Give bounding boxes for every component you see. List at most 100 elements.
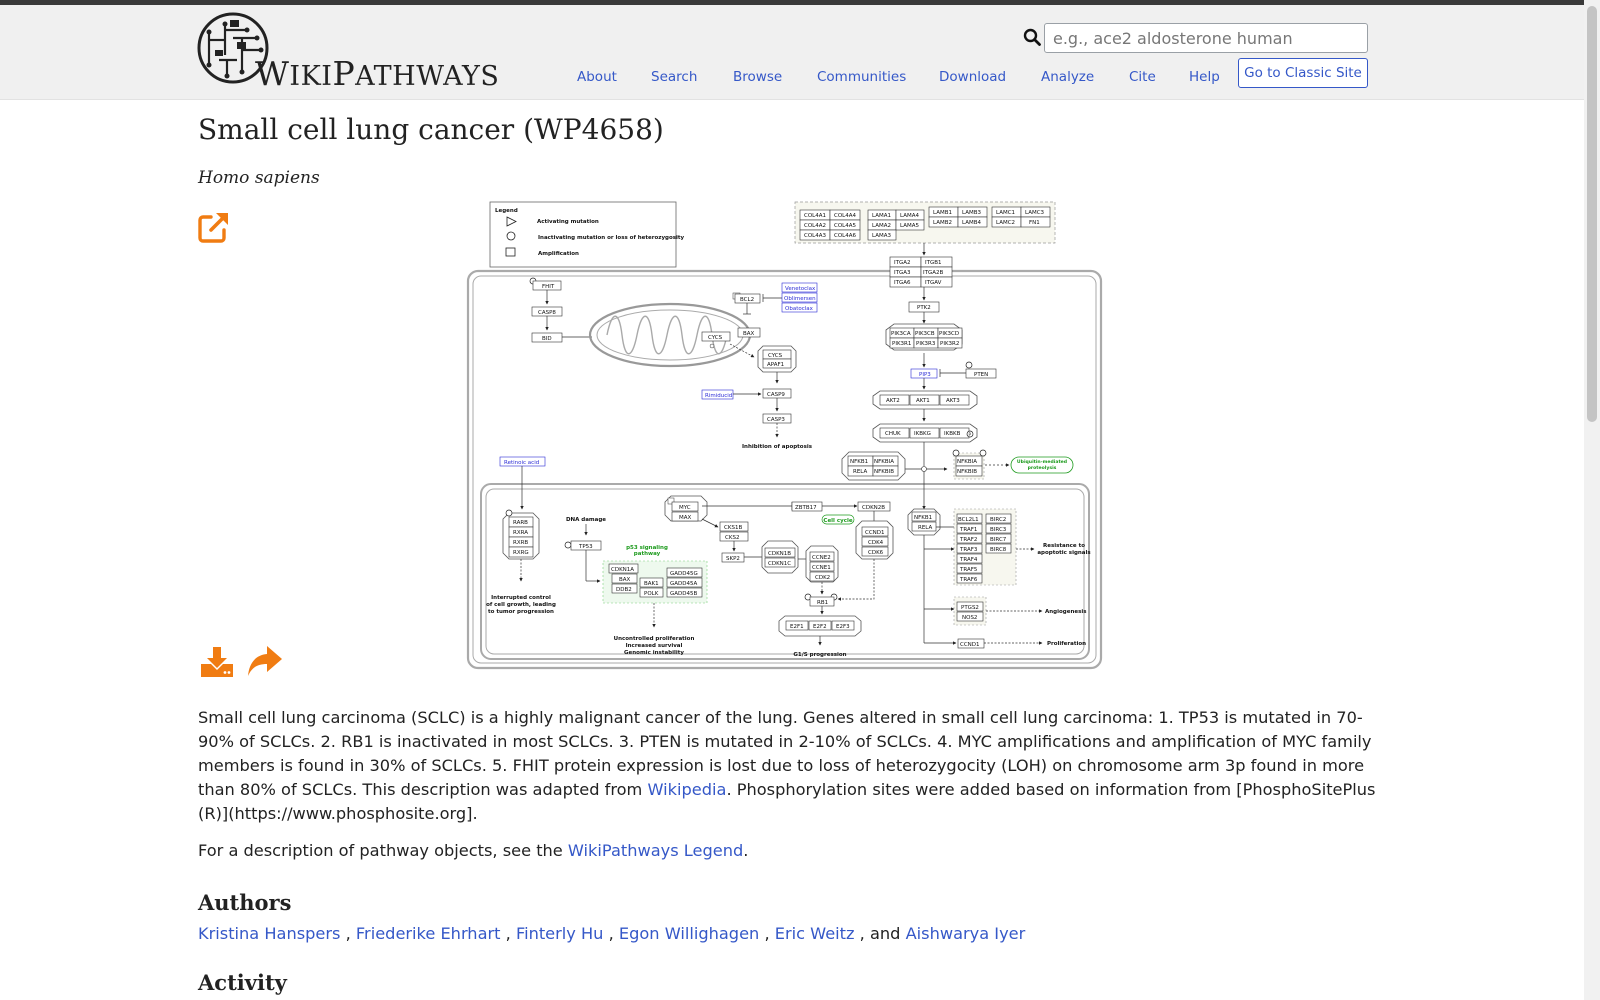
svg-text:MAX: MAX bbox=[679, 515, 692, 521]
svg-text:BIRC7: BIRC7 bbox=[990, 537, 1007, 543]
wikipedia-link[interactable]: Wikipedia bbox=[647, 780, 727, 799]
svg-text:TRAF1: TRAF1 bbox=[959, 527, 977, 533]
akt-gene-group: AKT2 AKT1 AKT3 bbox=[879, 394, 970, 406]
pathway-diagram[interactable]: Legend Activating mutation Inactivating … bbox=[462, 197, 1118, 684]
svg-text:RELA: RELA bbox=[853, 469, 867, 475]
svg-text:TP53: TP53 bbox=[578, 544, 593, 550]
svg-text:Increased survival: Increased survival bbox=[626, 643, 683, 649]
svg-text:TRAF2: TRAF2 bbox=[959, 537, 977, 543]
share-icon[interactable] bbox=[247, 644, 283, 678]
svg-text:IKBKG: IKBKG bbox=[914, 431, 931, 437]
menu-browse[interactable]: Browse bbox=[733, 69, 783, 85]
svg-text:BIRC3: BIRC3 bbox=[990, 527, 1007, 533]
svg-text:CASP8: CASP8 bbox=[538, 310, 556, 316]
nucleus bbox=[480, 483, 1090, 660]
svg-text:FN1: FN1 bbox=[1029, 220, 1040, 226]
svg-text:CYCS: CYCS bbox=[768, 353, 783, 359]
lamc-gene-group: LAMC1 LAMC3 LAMC2 FN1 bbox=[991, 206, 1051, 228]
svg-text:FHIT: FHIT bbox=[542, 284, 555, 290]
svg-text:COL4A3: COL4A3 bbox=[804, 233, 826, 239]
svg-text:RELA: RELA bbox=[918, 525, 932, 531]
author-link[interactable]: Aishwarya Iyer bbox=[905, 924, 1026, 943]
svg-text:LAMC3: LAMC3 bbox=[1025, 210, 1045, 216]
svg-text:CDK4: CDK4 bbox=[868, 540, 884, 546]
nfkb-complex-right: NFKBIA NFKBIB bbox=[955, 455, 983, 477]
download-icon[interactable] bbox=[200, 646, 234, 678]
wikipathways-legend-link[interactable]: WikiPathways Legend bbox=[567, 841, 744, 860]
svg-text:NFKB1: NFKB1 bbox=[850, 459, 868, 465]
ccne-group: CCNE2 CCNE1 CDK2 bbox=[809, 551, 835, 582]
lama-gene-group: LAMA1 LAMA4 LAMA2 LAMA5 LAMA3 bbox=[867, 209, 925, 241]
svg-text:E2F2: E2F2 bbox=[813, 624, 827, 630]
lamb-gene-group: LAMB1 LAMB3 LAMB2 LAMB4 bbox=[928, 206, 988, 228]
svg-text:IKBKB: IKBKB bbox=[944, 431, 961, 437]
search-icon[interactable] bbox=[1023, 28, 1041, 46]
svg-text:NOS2: NOS2 bbox=[962, 615, 977, 621]
menu-cite[interactable]: Cite bbox=[1129, 69, 1156, 85]
nfkb-complex-left: NFKB1 NFKBIA RELA NFKBIB bbox=[847, 455, 899, 477]
wikipathways-logo[interactable]: WIKIPATHWAYS bbox=[197, 10, 499, 93]
svg-text:RXRG: RXRG bbox=[513, 550, 529, 556]
svg-text:GADD45G: GADD45G bbox=[670, 571, 698, 577]
svg-text:TRAF4: TRAF4 bbox=[959, 557, 978, 563]
go-to-classic-site-button[interactable]: Go to Classic Site bbox=[1238, 58, 1368, 88]
menu-communities[interactable]: Communities bbox=[817, 69, 907, 85]
svg-text:DDB2: DDB2 bbox=[616, 587, 632, 593]
svg-text:COL4A6: COL4A6 bbox=[834, 233, 856, 239]
top-strip bbox=[0, 0, 1600, 5]
svg-text:MYC: MYC bbox=[679, 505, 691, 511]
svg-text:apoptotic signals: apoptotic signals bbox=[1037, 550, 1091, 556]
svg-text:Venetoclax: Venetoclax bbox=[785, 286, 816, 292]
uncontrolled-proliferation-label: Uncontrolled proliferation Increased sur… bbox=[614, 636, 695, 656]
svg-text:GADD45B: GADD45B bbox=[670, 591, 697, 597]
svg-text:BAX: BAX bbox=[743, 331, 755, 337]
svg-text:CHUK: CHUK bbox=[885, 431, 901, 437]
svg-text:CASP9: CASP9 bbox=[767, 392, 785, 398]
svg-text:Cell cycle: Cell cycle bbox=[823, 518, 852, 524]
svg-text:PIK3CA: PIK3CA bbox=[891, 331, 911, 337]
g1s-progression-label: G1/S progression bbox=[793, 652, 846, 658]
svg-text:LAMB3: LAMB3 bbox=[962, 210, 981, 216]
legend-reference: For a description of pathway objects, se… bbox=[198, 841, 749, 860]
angiogenesis-label: Angiogenesis bbox=[1045, 609, 1087, 615]
svg-text:GADD45A: GADD45A bbox=[670, 581, 697, 587]
menu-download[interactable]: Download bbox=[939, 69, 1007, 85]
pi3k-gene-group: PIK3CA PIK3CB PIK3CD PIK3R1 PIK3R3 PIK3R… bbox=[889, 327, 963, 349]
menu-about[interactable]: About bbox=[577, 69, 617, 85]
svg-text:AKT3: AKT3 bbox=[946, 398, 960, 404]
svg-text:CCND1: CCND1 bbox=[960, 642, 980, 648]
pten-node bbox=[965, 368, 997, 379]
ubiquitin-proteolysis-node[interactable] bbox=[1010, 456, 1074, 474]
author-link[interactable]: Friederike Ehrhart bbox=[355, 924, 501, 943]
svg-text:pathway: pathway bbox=[634, 551, 661, 557]
menu-search[interactable]: Search bbox=[651, 69, 698, 85]
svg-text:LAMA3: LAMA3 bbox=[872, 233, 891, 239]
svg-text:COL4A5: COL4A5 bbox=[834, 223, 856, 229]
svg-text:BCL2L1: BCL2L1 bbox=[958, 517, 979, 523]
svg-text:ITGA2B: ITGA2B bbox=[923, 270, 944, 276]
rxr-gene-group: RARB RXRA RXRB RXRG bbox=[508, 516, 534, 558]
search-input[interactable] bbox=[1044, 23, 1368, 53]
svg-text:CDK6: CDK6 bbox=[868, 550, 884, 556]
svg-text:CDK2: CDK2 bbox=[815, 575, 830, 581]
svg-text:PIK3R3: PIK3R3 bbox=[916, 341, 936, 347]
svg-text:Interrupted control: Interrupted control bbox=[491, 595, 551, 601]
scrollbar-thumb[interactable] bbox=[1587, 6, 1597, 422]
p53-signaling-label[interactable]: p53 signaling bbox=[626, 545, 668, 551]
menu-help[interactable]: Help bbox=[1189, 69, 1220, 85]
svg-text:Retinoic acid: Retinoic acid bbox=[504, 460, 539, 466]
svg-text:Oblimersen: Oblimersen bbox=[784, 296, 816, 302]
svg-text:BCL2: BCL2 bbox=[740, 297, 754, 303]
author-link[interactable]: Eric Weitz bbox=[774, 924, 855, 943]
svg-text:LAMA5: LAMA5 bbox=[900, 223, 919, 229]
cell-cycle-node[interactable] bbox=[821, 514, 855, 525]
author-link[interactable]: Kristina Hanspers bbox=[198, 924, 341, 943]
author-link[interactable]: Finterly Hu bbox=[515, 924, 604, 943]
svg-text:TRAF6: TRAF6 bbox=[959, 577, 978, 583]
svg-text:CDKN2B: CDKN2B bbox=[862, 505, 885, 511]
svg-text:APAF1: APAF1 bbox=[767, 362, 784, 368]
author-link[interactable]: Egon Willighagen bbox=[618, 924, 760, 943]
external-link-icon[interactable] bbox=[197, 210, 231, 244]
svg-text:BID: BID bbox=[542, 336, 552, 342]
menu-analyze[interactable]: Analyze bbox=[1041, 69, 1095, 85]
